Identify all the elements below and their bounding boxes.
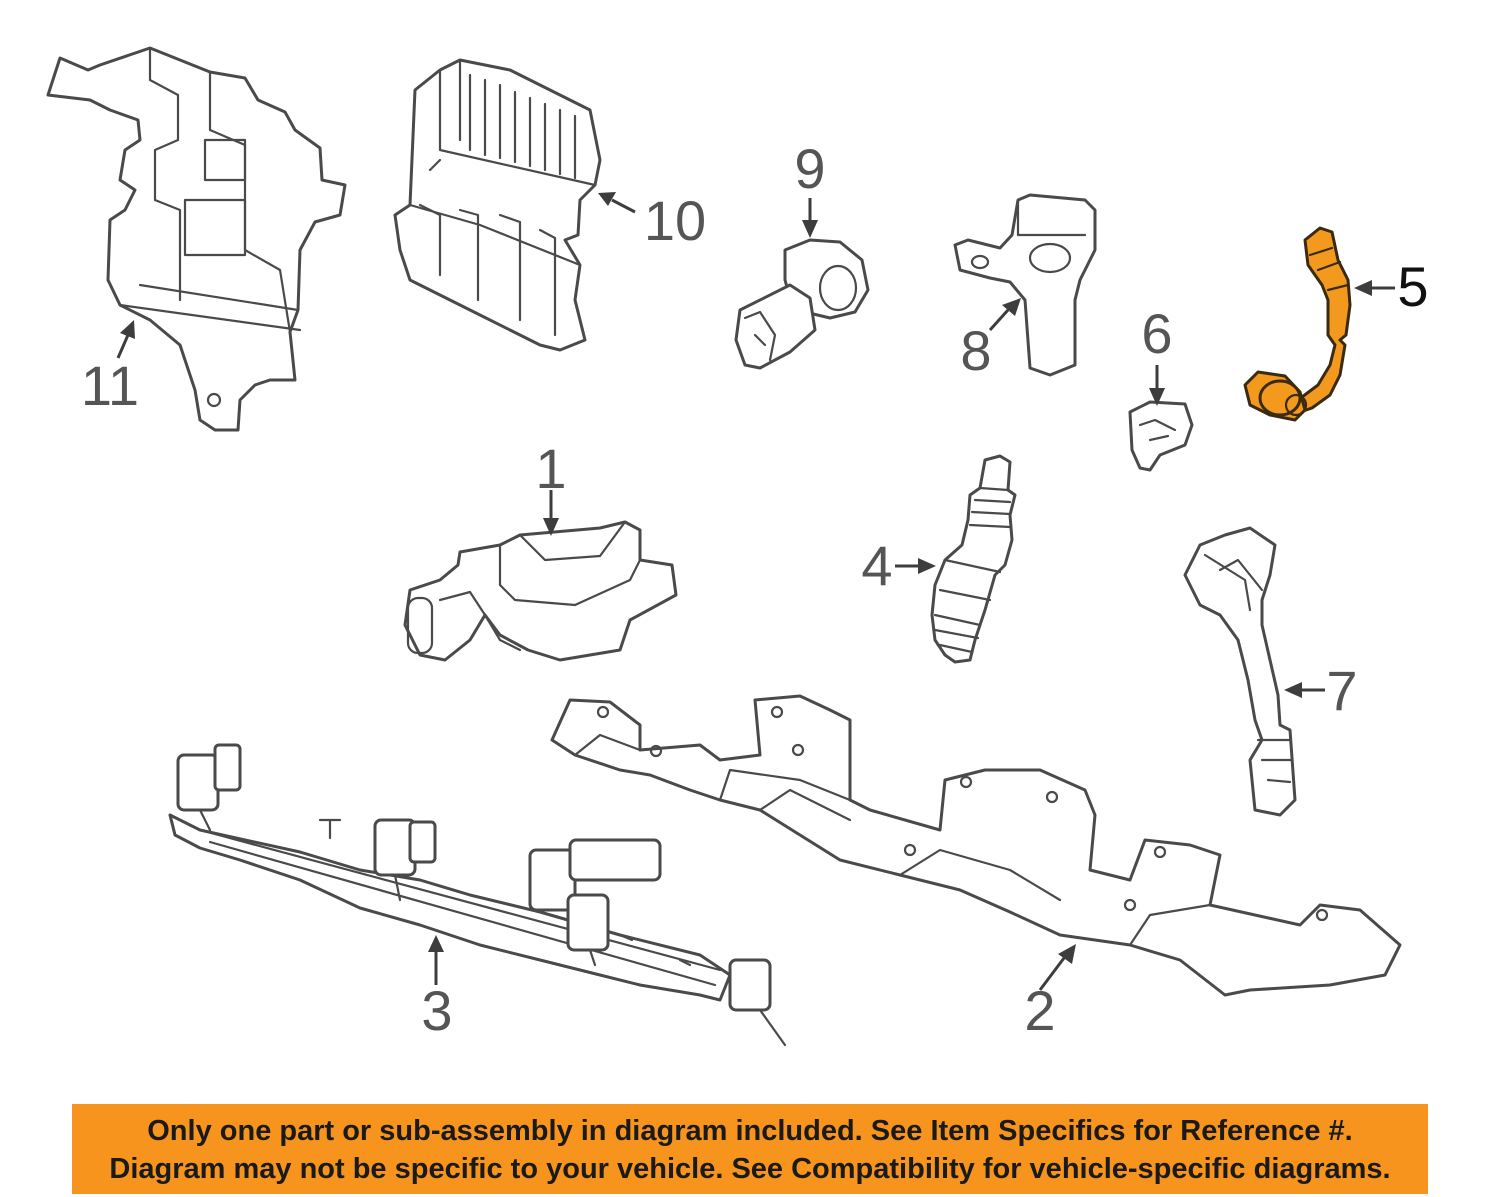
disclaimer-banner: Only one part or sub-assembly in diagram… xyxy=(72,1104,1428,1194)
callout-4: 4 xyxy=(861,534,892,597)
disclaimer-line-2: Diagram may not be specific to your vehi… xyxy=(109,1153,1391,1185)
callout-10: 10 xyxy=(644,189,706,252)
part-8-cam-sensor xyxy=(953,193,1097,377)
callout-8: 8 xyxy=(960,319,991,382)
callout-3: 3 xyxy=(421,979,452,1042)
part-7-coil-boot-wire xyxy=(1183,526,1297,817)
part-4-spark-plug xyxy=(930,454,1017,664)
part-1-ignition-coil xyxy=(403,520,678,662)
callout-leaders xyxy=(116,192,1395,991)
callout-2: 2 xyxy=(1024,979,1055,1042)
parts-diagram: 1 2 3 4 5 6 7 8 9 10 11 xyxy=(46,46,1429,1047)
part-9-knock-sensor xyxy=(734,238,870,370)
part-11-bracket xyxy=(46,46,347,432)
part-5-spark-plug-wire xyxy=(1243,226,1352,422)
callout-11: 11 xyxy=(81,354,139,417)
callout-7: 7 xyxy=(1326,659,1357,722)
callout-9: 9 xyxy=(794,137,825,200)
part-3-wiring-harness xyxy=(168,743,787,1047)
callout-6: 6 xyxy=(1141,302,1172,365)
part-10-ecm xyxy=(393,58,602,352)
part-6-clip xyxy=(1128,400,1194,472)
callout-1: 1 xyxy=(535,437,566,500)
part-2-coil-bracket xyxy=(550,694,1402,997)
callout-5: 5 xyxy=(1397,255,1428,318)
disclaimer-line-1: Only one part or sub-assembly in diagram… xyxy=(147,1115,1353,1147)
